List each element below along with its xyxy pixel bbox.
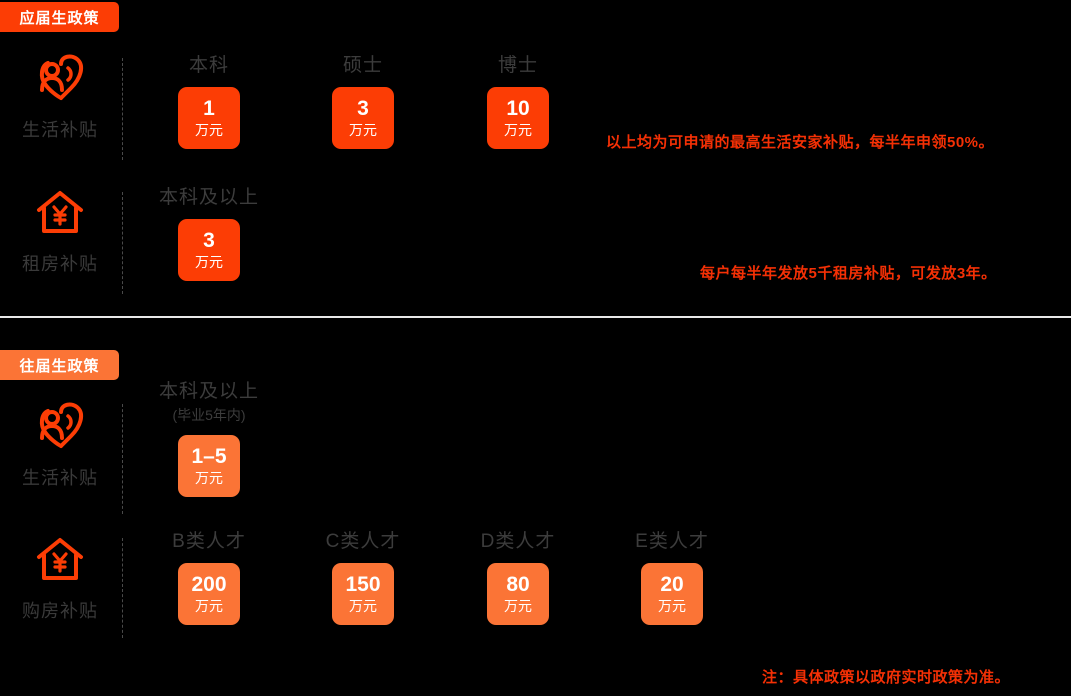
item-talent-b: B类人才 200 万元 (148, 531, 270, 625)
amount-value: 1 (203, 97, 215, 121)
amount-unit: 万元 (195, 598, 223, 615)
section-badge-fresh-graduate: 应届生政策 (0, 2, 119, 32)
amount-card: 150 万元 (332, 562, 394, 625)
amount-unit: 万元 (195, 254, 223, 271)
amount-value: 3 (357, 97, 369, 121)
amount-value: 3 (203, 229, 215, 253)
heart-person-icon (31, 52, 89, 104)
amount-unit: 万元 (658, 598, 686, 615)
item-bachelor-living: 本科 1 万元 (148, 55, 270, 149)
amount-card: 3 万元 (332, 86, 394, 149)
amount-unit: 万元 (504, 122, 532, 139)
item-title: 本科及以上 (158, 187, 259, 208)
item-bachelor-above-rent: 本科及以上 3 万元 (148, 187, 270, 281)
amount-unit: 万元 (349, 122, 377, 139)
house-yuan-icon (31, 186, 89, 238)
row-divider-dashed (122, 192, 123, 294)
amount-card: 20 万元 (641, 562, 703, 625)
heart-person-icon (31, 400, 89, 452)
item-master-living: 硕士 3 万元 (302, 55, 424, 149)
item-doctor-living: 博士 10 万元 (457, 55, 579, 149)
section-divider (0, 316, 1071, 318)
amount-unit: 万元 (504, 598, 532, 615)
item-title: 本科及以上 (158, 381, 259, 402)
category-label: 购房补贴 (22, 601, 98, 621)
item-talent-c: C类人才 150 万元 (302, 531, 424, 625)
row-divider-dashed (122, 58, 123, 160)
item-talent-e: E类人才 20 万元 (611, 531, 733, 625)
amount-value: 1–5 (191, 445, 227, 469)
amount-value: 200 (191, 573, 227, 597)
item-bachelor-above-living-prev: 本科及以上 (毕业5年内) 1–5 万元 (148, 381, 270, 497)
note-rent-subsidy-fresh: 每户每半年发放5千租房补贴，可发放3年。 (700, 265, 997, 282)
amount-unit: 万元 (195, 122, 223, 139)
note-living-allowance-fresh: 以上均为可申请的最高生活安家补贴，每半年申领50%。 (606, 134, 995, 151)
amount-card: 1 万元 (178, 86, 240, 149)
amount-card: 200 万元 (178, 562, 240, 625)
amount-card: 1–5 万元 (178, 434, 240, 497)
category-label: 租房补贴 (22, 254, 98, 274)
item-talent-d: D类人才 80 万元 (457, 531, 579, 625)
category-block-rent-subsidy-fresh: 租房补贴 (0, 186, 120, 276)
amount-card: 80 万元 (487, 562, 549, 625)
section-badge-previous-graduate: 往届生政策 (0, 350, 119, 380)
category-block-living-allowance-fresh: 生活补贴 (0, 52, 120, 142)
item-title: E类人才 (635, 531, 709, 552)
amount-value: 150 (345, 573, 381, 597)
amount-unit: 万元 (349, 598, 377, 615)
category-block-living-allowance-prev: 生活补贴 (0, 400, 120, 490)
item-title: 博士 (497, 55, 538, 76)
amount-value: 80 (506, 573, 530, 597)
item-title: 本科 (188, 55, 229, 76)
item-subtitle: (毕业5年内) (172, 406, 246, 423)
footer-note: 注：具体政策以政府实时政策为准。 (762, 669, 1011, 686)
amount-value: 20 (660, 573, 684, 597)
house-yuan-icon (31, 533, 89, 585)
amount-card: 3 万元 (178, 218, 240, 281)
category-block-home-purchase-prev: 购房补贴 (0, 533, 120, 623)
row-divider-dashed (122, 404, 123, 514)
row-divider-dashed (122, 538, 123, 638)
item-title: 硕士 (342, 55, 383, 76)
item-title: C类人才 (325, 531, 401, 552)
item-title: B类人才 (172, 531, 246, 552)
category-label: 生活补贴 (22, 120, 98, 140)
amount-unit: 万元 (195, 470, 223, 487)
item-title: D类人才 (480, 531, 556, 552)
amount-value: 10 (506, 97, 530, 121)
amount-card: 10 万元 (487, 86, 549, 149)
category-label: 生活补贴 (22, 468, 98, 488)
